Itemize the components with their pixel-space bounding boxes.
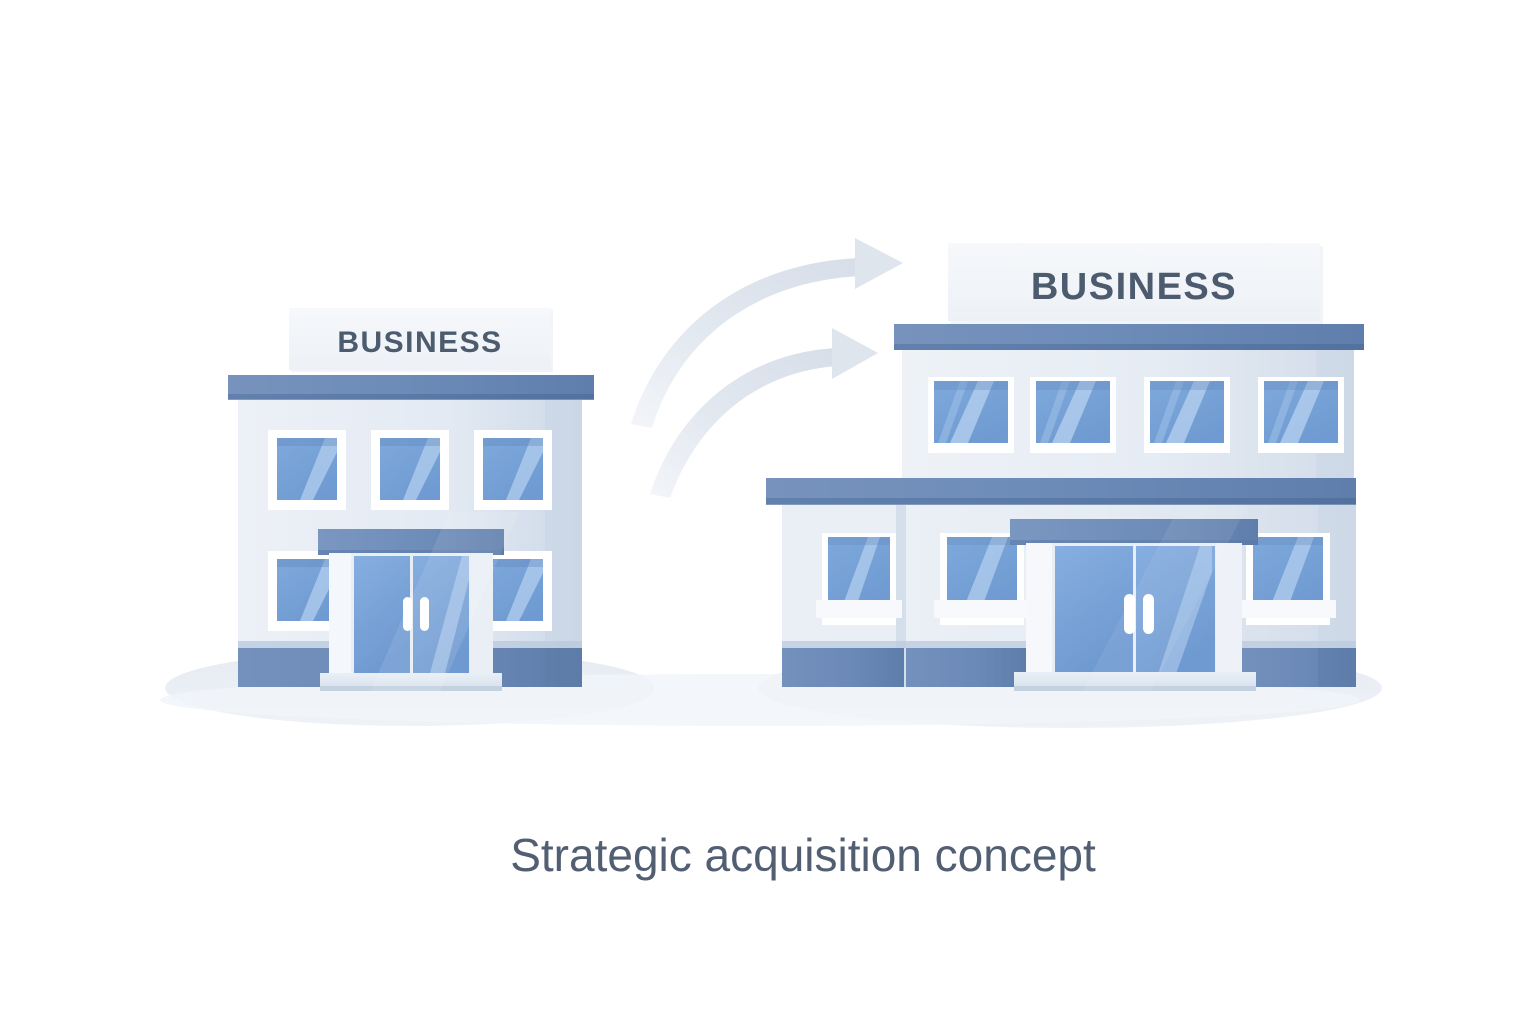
- large-business-building[interactable]: BUSINESS: [766, 243, 1364, 692]
- window: [474, 430, 552, 510]
- entrance-pillar-left: [329, 553, 351, 678]
- small-building-sign: BUSINESS: [289, 308, 553, 372]
- window: [928, 377, 1014, 453]
- door-handle-left[interactable]: [1124, 594, 1135, 634]
- window: [816, 533, 902, 625]
- large-building-lower-windows: [816, 533, 1356, 625]
- door-left[interactable]: [354, 556, 412, 673]
- window: [371, 430, 449, 510]
- window: [1348, 533, 1356, 625]
- window: [1030, 377, 1116, 453]
- window: [1258, 377, 1344, 453]
- door-handle-right[interactable]: [1143, 594, 1154, 634]
- caption-text: Strategic acquisition concept: [510, 829, 1096, 881]
- small-building-upper-windows: [268, 430, 552, 510]
- arrow-lower-icon: [650, 328, 878, 498]
- door-right[interactable]: [1136, 546, 1215, 674]
- entrance-pillar-right: [1216, 543, 1242, 680]
- window: [1240, 533, 1336, 625]
- large-building-left-wing-edge: [896, 505, 906, 687]
- window: [268, 430, 346, 510]
- large-building-sign: BUSINESS: [948, 243, 1323, 324]
- large-building-upper-windows: [928, 377, 1344, 453]
- entrance-pillar-left: [1026, 543, 1052, 680]
- door-left[interactable]: [1055, 546, 1135, 674]
- small-business-building[interactable]: BUSINESS: [228, 308, 594, 692]
- small-building-lower-windows: [268, 551, 552, 631]
- entrance-step: [1014, 672, 1256, 690]
- small-building-sign-text: BUSINESS: [337, 326, 502, 359]
- acquisition-arrows: [631, 238, 903, 498]
- small-building-entrance[interactable]: [318, 529, 504, 691]
- door-right[interactable]: [413, 556, 469, 673]
- door-handle-left[interactable]: [403, 597, 412, 631]
- facade-sheen: [1082, 505, 1248, 692]
- facade-sheen: [370, 512, 519, 692]
- entrance-pillar-right: [471, 553, 493, 678]
- door-handle-right[interactable]: [420, 597, 429, 631]
- entrance-step: [320, 673, 502, 690]
- arrow-upper-icon: [631, 238, 903, 428]
- window: [934, 533, 1030, 625]
- large-building-entrance[interactable]: [1010, 519, 1258, 691]
- window: [1144, 377, 1230, 453]
- large-building-sign-text: BUSINESS: [1031, 266, 1237, 308]
